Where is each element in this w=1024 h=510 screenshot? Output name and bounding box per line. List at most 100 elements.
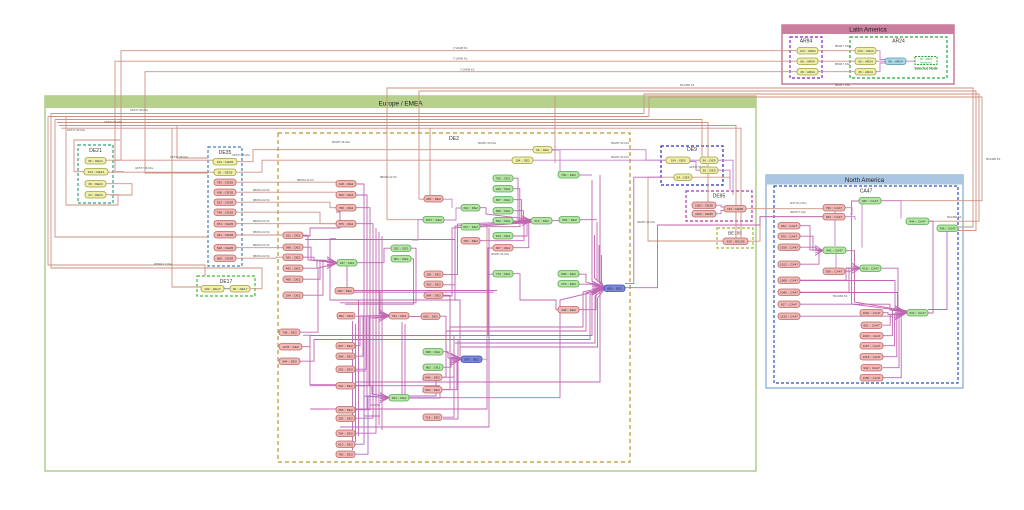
svg-text:618 :: CA47: 618 :: CA47: [862, 266, 879, 270]
svg-text:665 :: DE35: 665 :: DE35: [217, 256, 234, 260]
svg-text:552 :: DE2: 552 :: DE2: [394, 246, 409, 250]
svg-text:36 :: DE35: 36 :: DE35: [218, 170, 233, 174]
svg-text:1012 :: CA47: 1012 :: CA47: [780, 262, 798, 266]
svg-text:36/6021.7 Kbs: 36/6021.7 Kbs: [154, 262, 173, 266]
svg-text:DE9: DE9: [687, 147, 697, 153]
svg-text:941 :: CA47: 941 :: CA47: [826, 248, 843, 252]
svg-text:96 :: AR24: 96 :: AR24: [920, 57, 933, 61]
svg-text:760 :: DE2: 760 :: DE2: [463, 239, 478, 243]
svg-text:807 :: DE2: 807 :: DE2: [338, 344, 353, 348]
svg-text:882 :: DE2: 882 :: DE2: [426, 365, 441, 369]
svg-text:610 :: DE2: 610 :: DE2: [338, 442, 353, 446]
svg-text:36 :: AR94: 36 :: AR94: [800, 70, 815, 74]
svg-text:790 :: DE35: 790 :: DE35: [217, 180, 234, 184]
svg-text:253 :: DE2: 253 :: DE2: [338, 367, 353, 371]
svg-text:344 :: DE2: 344 :: DE2: [282, 359, 297, 363]
svg-text:961 :: DE2: 961 :: DE2: [394, 257, 409, 261]
svg-text:304 :: DE2: 304 :: DE2: [392, 396, 407, 400]
svg-text:507 :: DE2: 507 :: DE2: [464, 357, 479, 361]
svg-text:1008 :: CA47: 1008 :: CA47: [780, 278, 798, 282]
svg-text:880/64.22 Kb: 880/64.22 Kb: [297, 178, 314, 182]
svg-text:104 :: DE21: 104 :: DE21: [88, 170, 105, 174]
svg-text:348 :: DE2: 348 :: DE2: [561, 308, 576, 312]
svg-text:1046 :: CA47: 1046 :: CA47: [780, 290, 798, 294]
svg-text:36 :: DE21: 36 :: DE21: [88, 182, 103, 186]
svg-text:500/87.26 Kbs: 500/87.26 Kbs: [332, 140, 351, 144]
svg-text:50/2482 Kb: 50/2482 Kb: [680, 83, 695, 87]
svg-text:1001 :: CA47: 1001 :: CA47: [862, 311, 880, 315]
svg-text:36 :: DE2: 36 :: DE2: [536, 148, 549, 152]
svg-text:441 :: DE2: 441 :: DE2: [286, 266, 301, 270]
svg-text:933 :: CA47: 933 :: CA47: [826, 215, 843, 219]
svg-text:880/64.22 Kb: 880/64.22 Kb: [253, 254, 270, 258]
svg-text:588 :: DE2: 588 :: DE2: [496, 209, 511, 213]
svg-text:400/87.26 Kbs: 400/87.26 Kbs: [637, 220, 656, 224]
svg-text:880/64.22 Kb: 880/64.22 Kb: [253, 243, 270, 247]
svg-text:418 :: DE2: 418 :: DE2: [339, 182, 354, 186]
svg-text:695 :: DE2: 695 :: DE2: [426, 197, 441, 201]
svg-text:96 :: DE9: 96 :: DE9: [703, 158, 716, 162]
svg-text:36 :: DE17: 36 :: DE17: [233, 287, 248, 291]
svg-text:AR24: AR24: [892, 39, 905, 45]
svg-text:790 :: DE2: 790 :: DE2: [561, 173, 576, 177]
svg-text:750 :: DE2: 750 :: DE2: [496, 176, 511, 180]
svg-text:500/87.26 Kbs: 500/87.26 Kbs: [611, 155, 630, 159]
svg-text:240 :: DE2: 240 :: DE2: [496, 187, 511, 191]
svg-text:34/577.96 Kbs: 34/577.96 Kbs: [232, 153, 251, 157]
svg-text:104 :: DE17: 104 :: DE17: [204, 287, 221, 291]
svg-text:88/98.7 Kbs: 88/98.7 Kbs: [835, 44, 851, 48]
svg-text:34/577.96 Kbs: 34/577.96 Kbs: [689, 165, 708, 169]
svg-text:8/4779.2 Kbs: 8/4779.2 Kbs: [790, 201, 807, 205]
svg-text:1278 :: DE2: 1278 :: DE2: [282, 345, 299, 349]
svg-text:34/577.96 Kbs: 34/577.96 Kbs: [130, 108, 149, 112]
svg-text:592 :: DE2: 592 :: DE2: [338, 384, 353, 388]
svg-text:523 :: DE35: 523 :: DE35: [217, 200, 234, 204]
svg-text:96 :: AR24: 96 :: AR24: [888, 59, 903, 63]
svg-text:466/577 Kbs: 466/577 Kbs: [790, 210, 806, 214]
svg-text:331 :: DE2: 331 :: DE2: [286, 233, 301, 237]
svg-text:334 :: DE2: 334 :: DE2: [286, 293, 301, 297]
svg-text:CA47: CA47: [860, 189, 873, 195]
svg-text:344 :: DE2: 344 :: DE2: [463, 206, 478, 210]
svg-text:807 :: DE2: 807 :: DE2: [496, 198, 511, 202]
svg-text:665 :: DE2: 665 :: DE2: [423, 314, 438, 318]
svg-text:794 :: DE2: 794 :: DE2: [392, 314, 407, 318]
svg-text:500/87.26 Kbs: 500/87.26 Kbs: [478, 141, 497, 145]
svg-text:1187 :: CA47: 1187 :: CA47: [863, 344, 881, 348]
svg-text:34/577.96 Kbs: 34/577.96 Kbs: [67, 128, 86, 132]
svg-text:817 :: CA47: 817 :: CA47: [781, 302, 798, 306]
svg-text:358 :: DE2: 358 :: DE2: [338, 408, 353, 412]
svg-text:50/2482 Kb: 50/2482 Kb: [986, 157, 1001, 161]
svg-text:DE17: DE17: [220, 279, 233, 285]
svg-text:400/87.26 Kbs: 400/87.26 Kbs: [491, 252, 510, 256]
svg-text:500/87.26 Kbs: 500/87.26 Kbs: [611, 141, 630, 145]
svg-text:341 :: DE2: 341 :: DE2: [286, 255, 301, 259]
svg-text:548 :: DE2: 548 :: DE2: [286, 245, 301, 249]
svg-text:944 :: CA47: 944 :: CA47: [909, 219, 926, 223]
svg-text:1067 :: DE2: 1067 :: DE2: [425, 218, 442, 222]
svg-text:7/10438 Kb: 7/10438 Kb: [453, 46, 468, 50]
svg-text:104 :: DE2: 104 :: DE2: [515, 158, 530, 162]
svg-text:88/98.7 Kbs: 88/98.7 Kbs: [835, 83, 851, 87]
svg-text:864 :: DE2: 864 :: DE2: [426, 293, 441, 297]
svg-text:88/98.7 Kbs: 88/98.7 Kbs: [835, 62, 851, 66]
svg-text:36 :: DE9: 36 :: DE9: [703, 168, 716, 172]
svg-text:718 :: DE2: 718 :: DE2: [425, 415, 440, 419]
svg-text:892 :: DE2: 892 :: DE2: [339, 314, 354, 318]
svg-text:738 :: DE2: 738 :: DE2: [282, 330, 297, 334]
svg-text:667 :: DE2: 667 :: DE2: [463, 225, 478, 229]
svg-text:34/577.96 Kbs: 34/577.96 Kbs: [170, 155, 189, 159]
svg-text:913 :: DE2: 913 :: DE2: [496, 234, 511, 238]
svg-text:372 :: DE2: 372 :: DE2: [534, 219, 549, 223]
svg-text:96 :: AR24: 96 :: AR24: [858, 59, 873, 63]
svg-text:107 :: DE2: 107 :: DE2: [340, 261, 355, 265]
svg-text:930 :: BE105: 930 :: BE105: [727, 239, 745, 243]
svg-text:880/64.22 Kb: 880/64.22 Kb: [253, 219, 270, 223]
svg-text:880/64.22 Kb: 880/64.22 Kb: [253, 188, 270, 192]
svg-text:North America: North America: [845, 177, 885, 184]
svg-text:798 :: DE2: 798 :: DE2: [339, 206, 354, 210]
svg-text:Hardened: Hardened: [920, 61, 932, 65]
svg-text:790 :: CA47: 790 :: CA47: [826, 206, 843, 210]
svg-text:362 :: DE2: 362 :: DE2: [426, 282, 441, 286]
svg-text:1063 :: DE95: 1063 :: DE95: [695, 203, 713, 207]
